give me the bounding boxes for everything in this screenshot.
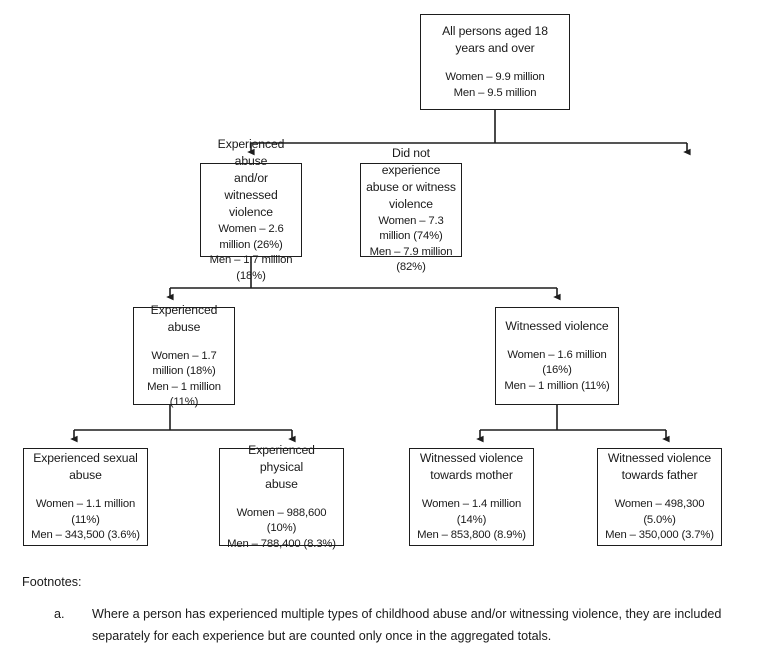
node-experienced-abuse[interactable]: Experienced abuse Women – 1.7 million (1… <box>133 303 235 408</box>
footnote-text: Where a person has experienced multiple … <box>92 607 722 643</box>
node-stats: Women – 7.3 million (74%) Men – 7.9 mill… <box>369 214 453 274</box>
node-stats: Women – 1.7 million (18%) Men – 1 millio… <box>147 349 221 409</box>
node-title: Witnessed violence towards mother <box>419 451 524 483</box>
node-stats: Women – 9.9 million Men – 9.5 million <box>445 71 545 99</box>
node-witnessed-violence-father[interactable]: Witnessed violence towards father Women … <box>597 448 722 546</box>
node-title: Experienced sexual abuse <box>33 451 138 483</box>
node-witnessed-violence-mother[interactable]: Witnessed violence towards mother Women … <box>409 448 534 546</box>
node-title: Experienced physical abuse <box>248 442 315 491</box>
node-experienced-physical-abuse[interactable]: Experienced physical abuse Women – 988,6… <box>219 443 344 550</box>
node-experienced-or-witnessed[interactable]: Experienced abuse and/or witnessed viole… <box>200 137 302 282</box>
node-title: Witnessed violence towards father <box>607 451 712 483</box>
flowchart-canvas: All persons aged 18 years and over Women… <box>23 14 722 550</box>
node-title: All persons aged 18 years and over <box>442 24 548 55</box>
node-stats: Women – 2.6 million (26%) Men – 1.7 mill… <box>209 223 293 282</box>
connector-level3-right-to-level4 <box>476 405 670 443</box>
node-title: Experienced abuse and/or witnessed viole… <box>217 137 285 219</box>
node-stats: Women – 1.6 million (16%) Men – 1 millio… <box>504 348 610 392</box>
node-title: Experienced abuse <box>150 302 218 334</box>
node-title: Did not experience abuse or witness viol… <box>366 145 456 211</box>
node-all-persons[interactable]: All persons aged 18 years and over Women… <box>420 14 570 110</box>
node-stats: Women – 498,300 (5.0%) Men – 350,000 (3.… <box>605 498 714 542</box>
footnote-marker: a. <box>54 607 65 621</box>
node-stats: Women – 1.4 million (14%) Men – 853,800 … <box>417 498 526 542</box>
footnote-item: a. Where a person has experienced multip… <box>22 603 757 647</box>
node-did-not-experience[interactable]: Did not experience abuse or witness viol… <box>360 146 462 273</box>
footnote-list: a. Where a person has experienced multip… <box>22 603 757 647</box>
connector-level1-to-level2 <box>247 110 691 156</box>
footnotes-heading: Footnotes: <box>22 575 82 589</box>
node-experienced-sexual-abuse[interactable]: Experienced sexual abuse Women – 1.1 mil… <box>23 448 148 546</box>
node-title: Witnessed violence <box>505 318 609 333</box>
node-stats: Women – 1.1 million (11%) Men – 343,500 … <box>31 498 140 542</box>
node-stats: Women – 988,600 (10%) Men – 788,400 (8.3… <box>227 506 336 550</box>
node-witnessed-violence[interactable]: Witnessed violence Women – 1.6 million (… <box>495 307 619 405</box>
